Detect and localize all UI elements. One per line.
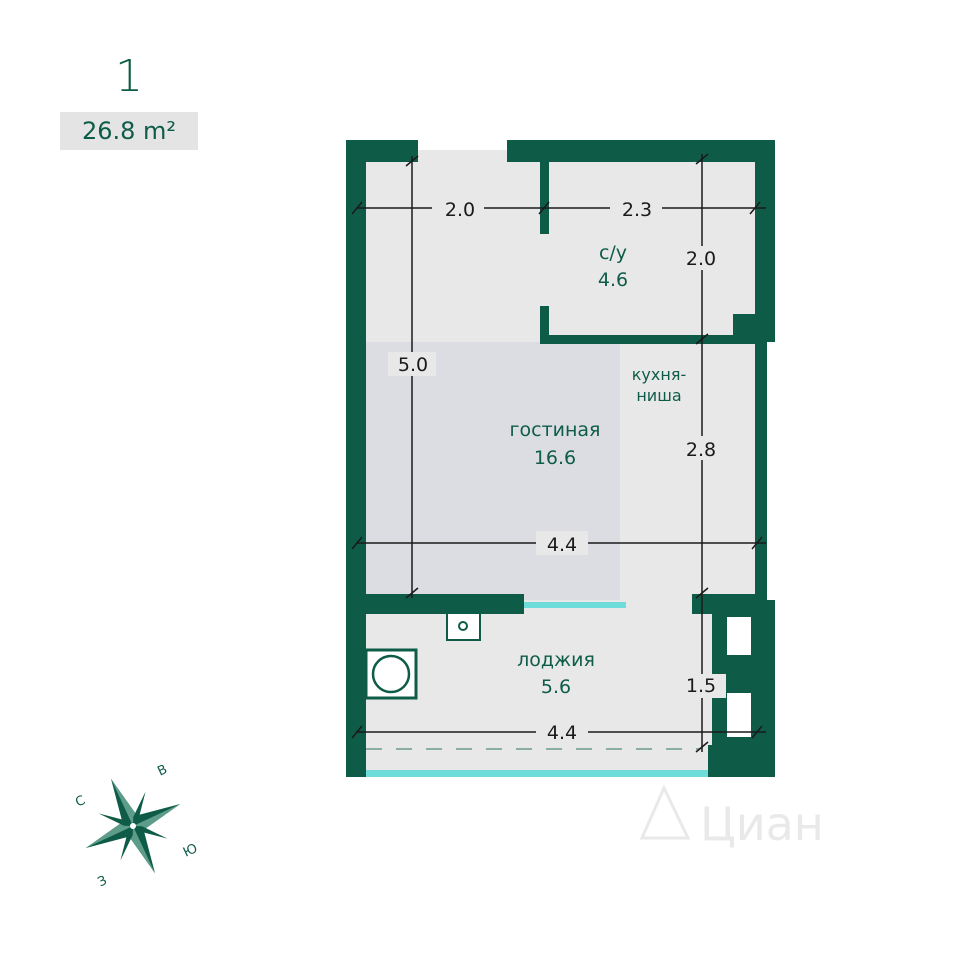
dim-bath-height: 2.0 bbox=[686, 248, 716, 270]
room-kitchen-name-1: кухня- bbox=[632, 365, 686, 384]
wall-bath-bottom bbox=[540, 335, 760, 344]
wall-top-right bbox=[507, 140, 775, 162]
watermark-text: Циан bbox=[700, 797, 824, 851]
dimension-label-bgs bbox=[388, 196, 726, 744]
wall-bottom-right bbox=[708, 745, 775, 777]
dim-loggia-height: 1.5 bbox=[686, 675, 716, 697]
loggia-window-upper bbox=[725, 615, 753, 657]
sink-fixture bbox=[446, 612, 481, 641]
compass-east: В bbox=[155, 762, 169, 779]
watermark-logo-icon bbox=[639, 784, 691, 840]
room-bathroom-name: с/у bbox=[599, 242, 627, 264]
wall-loggia-left bbox=[346, 594, 524, 614]
wall-top-left bbox=[346, 140, 418, 162]
wall-left bbox=[346, 140, 366, 777]
wall-bath-left-bottom bbox=[540, 306, 549, 344]
loggia-window-lower bbox=[725, 691, 753, 739]
room-living-area: 16.6 bbox=[534, 447, 576, 469]
apartment-area-badge: 26.8 m² bbox=[60, 112, 198, 150]
compass-west: З bbox=[96, 873, 110, 890]
compass-north: С bbox=[73, 793, 88, 810]
dim-top-left-width: 2.0 bbox=[445, 199, 475, 221]
wall-right-upper bbox=[755, 140, 775, 342]
room-loggia-name: лоджия bbox=[517, 649, 595, 671]
compass-south: Ю bbox=[181, 841, 200, 861]
wall-right-mid bbox=[755, 342, 767, 600]
dim-living-width: 4.4 bbox=[547, 534, 577, 556]
room-loggia-area: 5.6 bbox=[541, 676, 571, 698]
window-loggia-bottom bbox=[366, 770, 708, 777]
window-living-loggia bbox=[524, 602, 626, 608]
living-floor-shade bbox=[366, 342, 620, 600]
dim-top-right-width: 2.3 bbox=[622, 199, 652, 221]
dim-kitchen-height: 2.8 bbox=[686, 439, 716, 461]
room-bathroom-area: 4.6 bbox=[598, 269, 628, 291]
room-kitchen-name-2: ниша bbox=[636, 386, 681, 405]
compass-rose-icon bbox=[85, 778, 181, 874]
wall-bath-corner bbox=[733, 314, 760, 342]
wall-bath-left-top bbox=[540, 150, 549, 234]
dim-loggia-width: 4.4 bbox=[547, 722, 577, 744]
dim-left-height: 5.0 bbox=[398, 354, 428, 376]
boiler-fixture bbox=[364, 648, 418, 700]
apartment-number: 1 bbox=[115, 51, 143, 102]
room-living-name: гостиная bbox=[510, 419, 601, 441]
watermark: Циан bbox=[639, 784, 824, 851]
